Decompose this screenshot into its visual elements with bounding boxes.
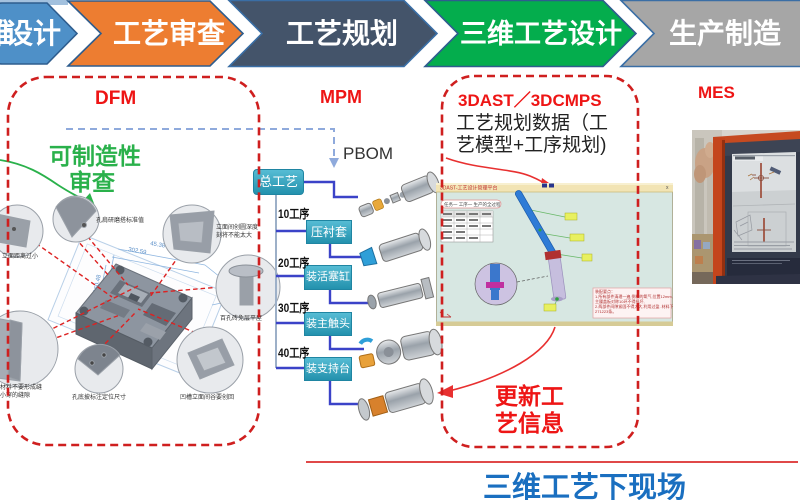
svg-text:凹槽立面间谷要创回: 凹槽立面间谷要创回 <box>180 393 234 401</box>
svg-text:160.48: 160.48 <box>93 274 103 294</box>
svg-text:立面间创圆深度: 立面间创圆深度 <box>216 223 258 231</box>
svg-text:271223条。: 271223条。 <box>595 308 616 314</box>
svg-text:x: x <box>666 185 669 191</box>
svg-text:维: 维 <box>0 18 13 49</box>
svg-text:立面距离过小: 立面距离过小 <box>2 252 38 260</box>
svg-text:生产制造: 生产制造 <box>669 18 781 49</box>
svg-text:刻将不能太大: 刻将不能太大 <box>216 231 252 239</box>
svg-text:设计: 设计 <box>5 18 61 49</box>
svg-text:45.38: 45.38 <box>150 241 166 250</box>
svg-text:小穿的缝隙: 小穿的缝隙 <box>0 391 30 399</box>
svg-text:三维工艺设计: 三维工艺设计 <box>460 19 622 49</box>
svg-text:孔肩研磨搭标准值: 孔肩研磨搭标准值 <box>96 216 144 224</box>
svg-text:工艺审查: 工艺审查 <box>113 17 225 49</box>
svg-text:百孔砖免层平屋: 百孔砖免层平屋 <box>220 314 262 322</box>
svg-text:3DAST-工艺设计管理平台: 3DAST-工艺设计管理平台 <box>440 185 498 192</box>
svg-text:1.所有部件清理一遍,倒棱的氧气,位置12mm,: 1.所有部件清理一遍,倒棱的氧气,位置12mm, <box>595 293 673 299</box>
svg-text:装配要点：: 装配要点： <box>595 288 615 294</box>
svg-text:孔底披标注定位尺寸: 孔底披标注定位尺寸 <box>72 393 126 401</box>
svg-text:302.59: 302.59 <box>128 247 148 256</box>
svg-text:主履盖板对称10环不得损坏,: 主履盖板对称10环不得损坏, <box>595 298 645 304</box>
svg-text:材料不要形成缝: 材料不要形成缝 <box>0 383 42 391</box>
svg-text:任务一 工序一 生产的全过程: 任务一 工序一 生产的全过程 <box>444 201 501 208</box>
svg-text:2.两部件间隙紧固不得太大,利用过盈. 材料下要: 2.两部件间隙紧固不得太大,利用过盈. 材料下要 <box>595 303 673 309</box>
svg-text:工艺规划: 工艺规划 <box>286 18 398 49</box>
